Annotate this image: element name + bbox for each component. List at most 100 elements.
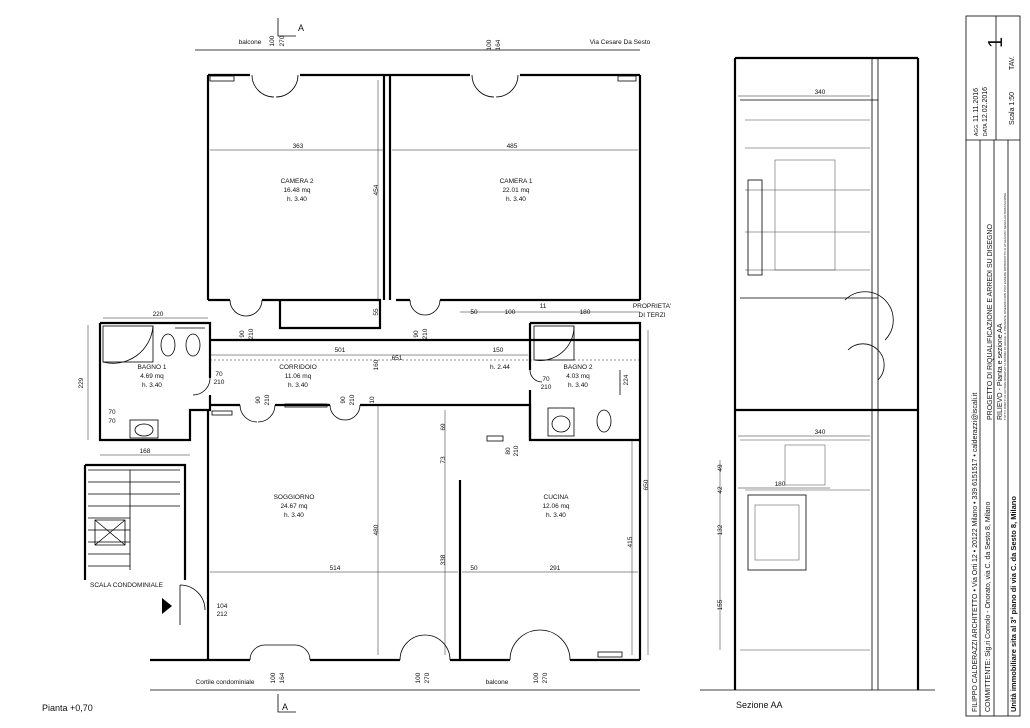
- svg-text:70: 70: [108, 418, 116, 425]
- label-scala: SCALA CONDOMINIALE: [90, 582, 164, 589]
- title-block: 1 TAV. AGG. 11.11.2016 DATA 12.02.2016 S…: [965, 15, 1021, 717]
- svg-text:212: 212: [217, 611, 228, 618]
- svg-text:650: 650: [643, 479, 650, 490]
- agg-date: 11.11.2016: [973, 88, 980, 122]
- svg-text:4.03 mq: 4.03 mq: [566, 373, 590, 380]
- svg-text:SOGGIORNO: SOGGIORNO: [274, 494, 315, 501]
- section-dim-49: 49: [717, 464, 724, 472]
- section-marker-bottom: A: [277, 694, 296, 713]
- svg-text:11: 11: [540, 303, 547, 310]
- svg-text:210: 210: [349, 394, 356, 405]
- unita: Unità immobiliare sita al 3° piano di vi…: [1009, 496, 1018, 712]
- svg-text:4.69 mq: 4.69 mq: [140, 373, 164, 380]
- svg-text:70: 70: [542, 376, 550, 383]
- svg-text:A: A: [282, 702, 288, 712]
- entrance-arrow-icon: [162, 598, 172, 614]
- svg-text:363: 363: [293, 143, 304, 150]
- doors: [192, 74, 571, 661]
- svg-text:454: 454: [373, 184, 380, 195]
- section-dim-42: 42: [717, 486, 724, 494]
- svg-text:90: 90: [413, 330, 420, 338]
- svg-text:CAMERA 2: CAMERA 2: [281, 178, 314, 185]
- section-dim-340a: 340: [815, 89, 826, 96]
- section-marker-top: A: [277, 18, 304, 37]
- data-date: 12.02.2016: [982, 87, 989, 122]
- svg-text:415: 415: [627, 536, 634, 547]
- svg-text:24.67 mq: 24.67 mq: [280, 503, 307, 510]
- svg-text:338: 338: [440, 554, 447, 565]
- svg-text:h. 3.40: h. 3.40: [284, 512, 304, 519]
- svg-text:160: 160: [373, 359, 380, 370]
- svg-text:270: 270: [542, 672, 549, 683]
- svg-text:100: 100: [269, 35, 276, 46]
- label-balcone-top: balcone: [239, 39, 262, 46]
- svg-text:BAGNO 1: BAGNO 1: [138, 364, 167, 371]
- room-label-camera1: CAMERA 1 22.01 mq h. 3.40: [500, 178, 533, 203]
- svg-text:11.06 mq: 11.06 mq: [285, 373, 312, 380]
- project-title: PROGETTO DI RIQUALIFICAZIONE E ARREDI SU…: [987, 224, 994, 420]
- svg-text:22.01 mq: 22.01 mq: [502, 187, 529, 194]
- committente: COMMITTENTE: Sig.ri Comolo - Onorato, vi…: [985, 501, 992, 712]
- room-label-corridoio: CORRIDOIO 11.06 mq h. 3.40: [279, 364, 317, 389]
- fineprint: TUTTI I DIRITTI DI AUTORE RISERVATI A NO…: [1003, 193, 1007, 420]
- wall-bathroom1: [98, 321, 212, 442]
- tav-label: TAV.: [1009, 56, 1016, 70]
- svg-text:90: 90: [239, 330, 246, 338]
- svg-text:A: A: [298, 23, 304, 33]
- section-dim-340b: 340: [815, 429, 826, 436]
- dimension-values: 363 485 454 220 229 501 651 150 50 100 1…: [78, 35, 650, 683]
- label-terzi: DI TERZI: [639, 312, 666, 319]
- room-label-bagno1: BAGNO 1 4.69 mq h. 3.40: [138, 364, 167, 389]
- section-dim-132: 132: [717, 524, 724, 535]
- rilievo: RILIEVO - Pianta e sezione AA: [997, 323, 1004, 420]
- svg-text:16.48 mq: 16.48 mq: [283, 187, 310, 194]
- svg-text:150: 150: [493, 347, 504, 354]
- section-title: Sezione AA: [736, 700, 783, 710]
- svg-text:h. 3.40: h. 3.40: [287, 196, 307, 203]
- wall-bathroom2: [528, 321, 642, 440]
- svg-text:10: 10: [369, 396, 376, 404]
- svg-text:50: 50: [470, 565, 478, 572]
- architect: FILIPPO CALDERAZZI ARCHITETTO • Via Orti…: [972, 393, 979, 712]
- svg-text:485: 485: [507, 143, 518, 150]
- svg-text:69: 69: [440, 423, 447, 431]
- svg-text:12.06 mq: 12.06 mq: [542, 503, 569, 510]
- svg-text:210: 210: [214, 379, 225, 386]
- tav-number: 1: [985, 37, 1007, 48]
- svg-text:h. 3.40: h. 3.40: [546, 512, 566, 519]
- dimension-lines: [87, 80, 649, 655]
- svg-text:80: 80: [505, 447, 512, 455]
- svg-text:70: 70: [108, 409, 116, 416]
- radiators: [209, 75, 637, 658]
- svg-text:168: 168: [140, 448, 151, 455]
- svg-text:55: 55: [373, 308, 380, 316]
- svg-text:651: 651: [392, 355, 403, 362]
- svg-text:50: 50: [470, 309, 478, 316]
- agg-label: AGG.: [974, 123, 980, 136]
- svg-text:100: 100: [486, 39, 493, 50]
- svg-text:210: 210: [248, 328, 255, 339]
- svg-text:291: 291: [550, 565, 561, 572]
- svg-text:BAGNO 2: BAGNO 2: [564, 364, 593, 371]
- wall-bedrooms-bottom: [208, 298, 640, 330]
- svg-text:90: 90: [340, 396, 347, 404]
- svg-text:100: 100: [533, 672, 540, 683]
- svg-text:164: 164: [495, 39, 502, 50]
- label-street: Via Cesare Da Sesto: [590, 39, 651, 46]
- svg-text:270: 270: [424, 672, 431, 683]
- svg-text:h. 3.40: h. 3.40: [288, 382, 308, 389]
- section-dim-155: 155: [717, 599, 724, 610]
- svg-text:104: 104: [217, 603, 228, 610]
- svg-text:h. 3.40: h. 3.40: [142, 382, 162, 389]
- wall-bedrooms: [206, 75, 642, 300]
- svg-text:h. 3.40: h. 3.40: [506, 196, 526, 203]
- svg-text:210: 210: [422, 328, 429, 339]
- scale: Scala 1:50: [1009, 92, 1016, 125]
- wall-stair: [83, 463, 187, 580]
- room-label-camera2: CAMERA 2 16.48 mq h. 3.40: [281, 178, 314, 203]
- svg-text:210: 210: [513, 445, 520, 456]
- room-label-cucina: CUCINA 12.06 mq h. 3.40: [542, 494, 569, 519]
- svg-text:100: 100: [270, 672, 277, 683]
- wall-living: [206, 410, 642, 660]
